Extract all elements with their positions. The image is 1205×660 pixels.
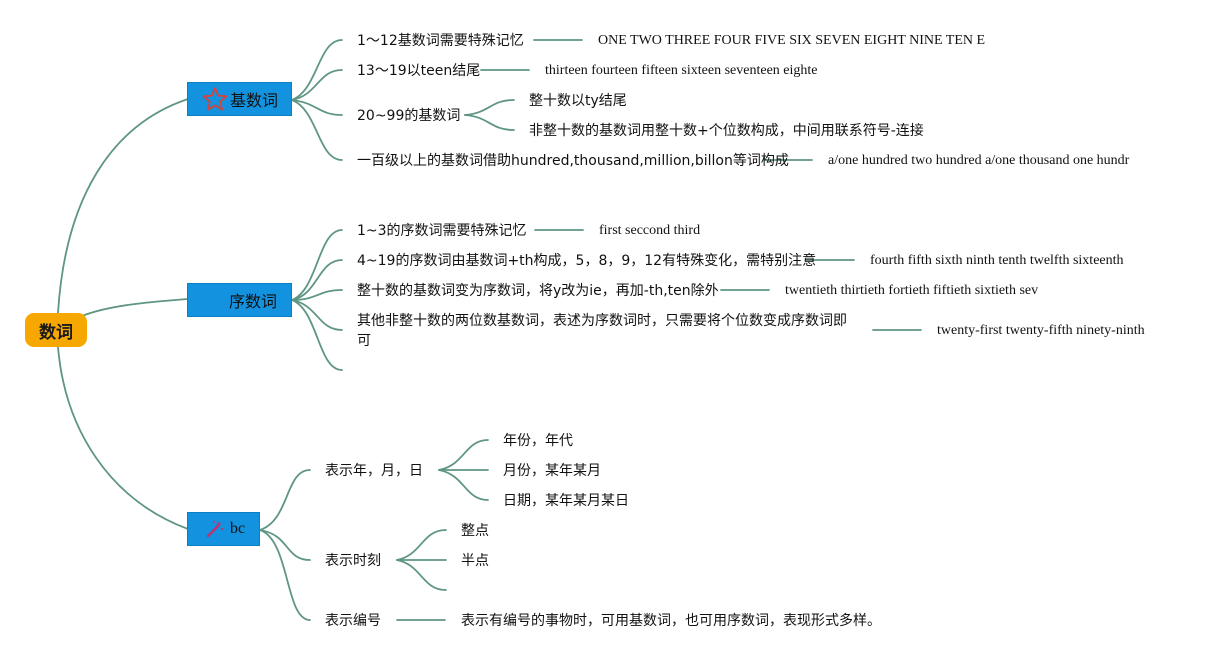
- link-root-ordinal: [81, 298, 189, 317]
- link-c3-sub2: [464, 114, 515, 131]
- cardinal-item-2[interactable]: 13〜19以teen结尾: [357, 63, 481, 79]
- ordinal-item-4-line-1[interactable]: 其他非整十数的两位数基数词，表述为序数词时，只需要将个位数变成序数词即: [357, 313, 847, 329]
- ordinal-item-3[interactable]: 整十数的基数词变为序数词，将y改为ie，再加-th,ten除外: [357, 283, 719, 299]
- link-u1-sub1: [438, 439, 489, 471]
- cardinal-item-1-example[interactable]: ONE TWO THREE FOUR FIVE SIX SEVEN EIGHT …: [598, 33, 986, 48]
- ordinal-item-2[interactable]: 4~19的序数词由基数词+th构成，5，8，9，12有特殊变化，需特别注意: [357, 253, 817, 269]
- root-label: 数词: [39, 322, 73, 343]
- cardinal-item-3-sub-2[interactable]: 非整十数的基数词用整十数+个位数构成，中间用联系符号-连接: [529, 123, 924, 139]
- link-cardinal-2: [291, 69, 343, 101]
- usage-item-2-sub-2[interactable]: 半点: [461, 553, 489, 569]
- link-usage-2: [259, 529, 311, 561]
- link-ordinal-5: [291, 299, 343, 371]
- usage-item-1[interactable]: 表示年，月，日: [325, 463, 423, 479]
- topic-usage-label: bc: [230, 520, 246, 537]
- link-root-usage: [57, 346, 189, 530]
- ordinal-item-2-example[interactable]: fourth fifth sixth ninth tenth twelfth s…: [870, 253, 1124, 268]
- topic-cardinal[interactable]: 基数词: [187, 82, 292, 116]
- ordinal-item-1-example[interactable]: first seccond third: [599, 223, 701, 238]
- cardinal-item-4[interactable]: 一百级以上的基数词借助hundred,thousand,million,bill…: [357, 153, 789, 169]
- link-ordinal-1: [291, 229, 343, 301]
- link-u2-sub3: [396, 559, 447, 591]
- root-node[interactable]: 数词: [25, 313, 87, 347]
- topic-usage[interactable]: bc: [187, 512, 260, 546]
- link-cardinal-1: [291, 39, 343, 101]
- ordinal-item-1[interactable]: 1~3的序数词需要特殊记忆: [357, 223, 527, 239]
- ordinal-item-4-example[interactable]: twenty-first twenty-fifth ninety-ninth: [937, 323, 1145, 338]
- link-root-cardinal: [57, 98, 189, 314]
- topic-ordinal-label: 序数词: [229, 292, 278, 311]
- cardinal-item-3[interactable]: 20~99的基数词: [357, 108, 461, 124]
- usage-item-3-example[interactable]: 表示有编号的事物时，可用基数词，也可用序数词，表现形式多样。: [461, 613, 881, 629]
- ordinal-item-4-line-2[interactable]: 可: [357, 333, 371, 349]
- ordinal-item-3-example[interactable]: twentieth thirtieth fortieth fiftieth si…: [785, 283, 1039, 298]
- usage-item-2-sub-1[interactable]: 整点: [461, 523, 489, 539]
- magic-wand-icon: [205, 519, 225, 539]
- usage-item-1-sub-2[interactable]: 月份，某年某月: [503, 463, 601, 479]
- link-u1-sub3: [438, 469, 489, 501]
- link-ordinal-2: [291, 259, 343, 301]
- cardinal-item-4-example[interactable]: a/one hundred two hundred a/one thousand…: [828, 153, 1130, 168]
- star-icon: [202, 86, 228, 112]
- link-cardinal-3: [291, 99, 343, 116]
- topic-cardinal-label: 基数词: [230, 91, 279, 110]
- link-ordinal-3: [291, 289, 343, 301]
- link-usage-1: [259, 469, 311, 531]
- topic-ordinal[interactable]: 序数词: [187, 283, 292, 317]
- link-cardinal-4: [291, 99, 343, 161]
- link-usage-3: [259, 529, 311, 621]
- usage-item-1-sub-1[interactable]: 年份，年代: [503, 433, 573, 449]
- cardinal-item-3-sub-1[interactable]: 整十数以ty结尾: [529, 93, 627, 109]
- cardinal-item-2-example[interactable]: thirteen fourteen fifteen sixteen sevent…: [545, 63, 818, 78]
- link-ordinal-4: [291, 299, 343, 331]
- usage-item-3[interactable]: 表示编号: [325, 613, 381, 629]
- cardinal-item-1[interactable]: 1〜12基数词需要特殊记忆: [357, 33, 524, 49]
- link-u2-sub1: [396, 529, 447, 561]
- usage-item-2[interactable]: 表示时刻: [325, 553, 381, 569]
- link-c3-sub1: [464, 99, 515, 116]
- usage-item-1-sub-3[interactable]: 日期，某年某月某日: [503, 493, 629, 509]
